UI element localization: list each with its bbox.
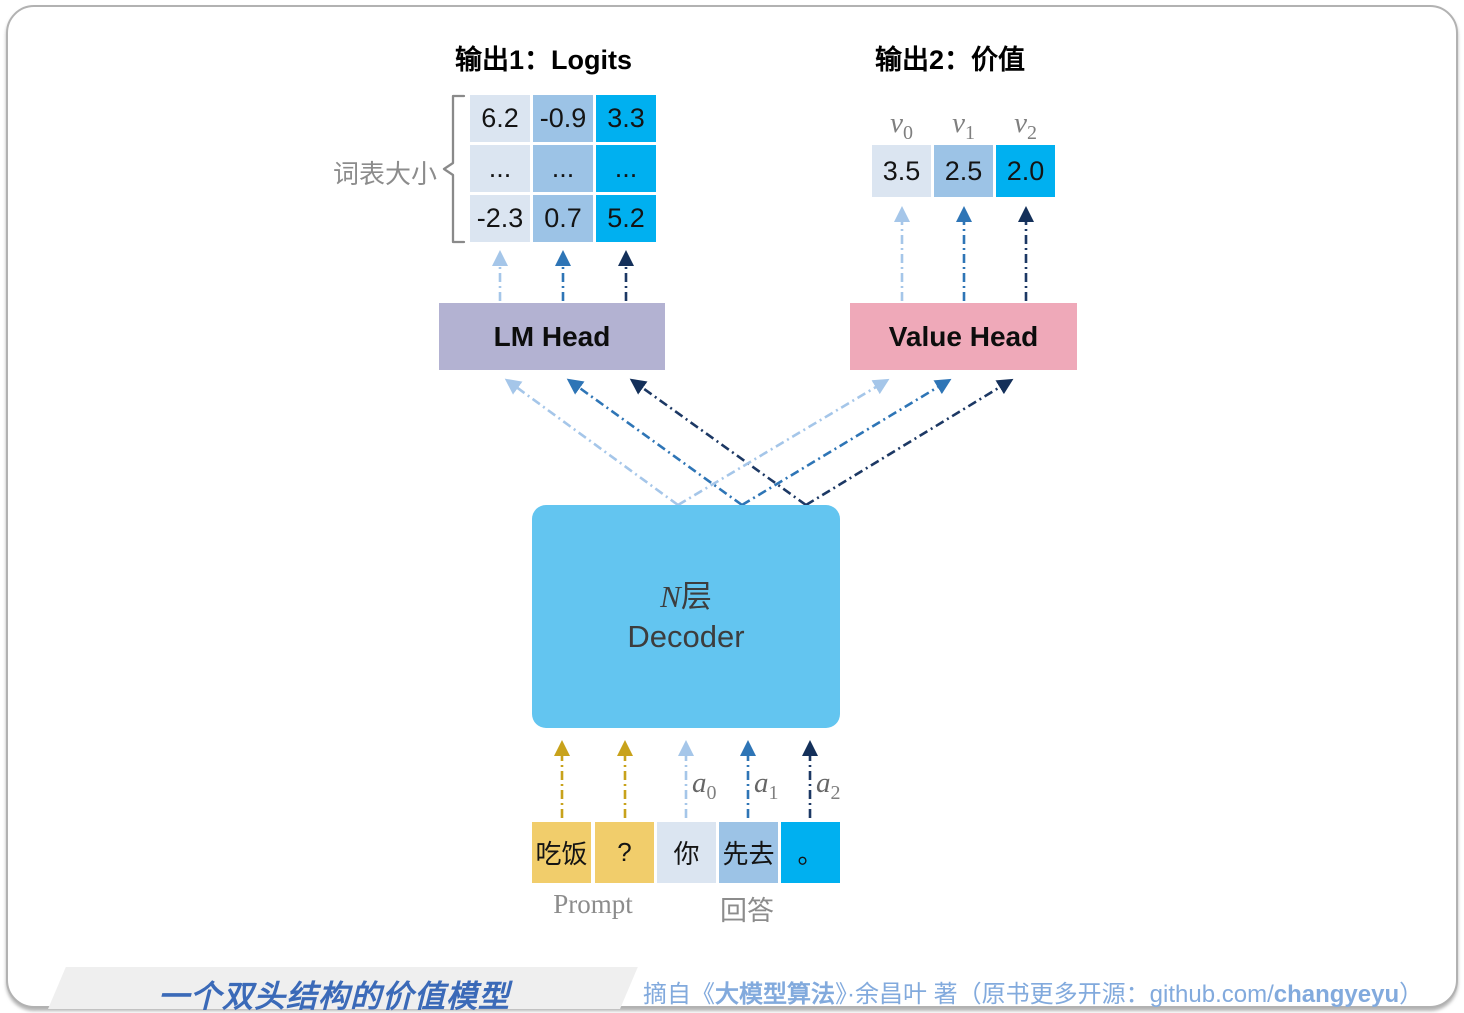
lm-head-box: LM Head [439, 303, 665, 370]
token-answer: 你 [657, 822, 716, 883]
value-cell: 3.5 [872, 145, 931, 197]
value-label-sub: 1 [964, 121, 975, 144]
cite-mid: 》·余昌叶 著（原书更多开源： [835, 981, 1150, 1008]
logits-cell: -2.3 [470, 195, 530, 242]
cite-github-user: changyeyu [1273, 981, 1400, 1008]
value-label-v2: v2 [996, 107, 1055, 145]
value-label-sub: 0 [902, 121, 913, 144]
cite-prefix: 摘自《 [643, 981, 715, 1008]
token-prompt: ? [595, 822, 654, 883]
logits-cell: 3.3 [596, 95, 656, 142]
value-cell: 2.5 [934, 145, 993, 197]
footer-title: 一个双头结构的价值模型 [158, 979, 510, 1013]
action-label-base: a [816, 767, 831, 799]
logits-cell: ... [533, 145, 593, 192]
action-label-sub: 1 [768, 781, 779, 804]
action-label-a0: a0 [692, 767, 717, 805]
decoder-box: N层 Decoder [532, 505, 840, 728]
value-label-sub: 2 [1026, 121, 1037, 144]
decoder-layers-line: N层 [660, 577, 712, 617]
decoder-layer-suffix: 层 [680, 578, 712, 614]
logits-cell: 6.2 [470, 95, 530, 142]
vocab-size-label: 词表大小 [332, 159, 437, 189]
answer-group-label: 回答 [720, 896, 774, 926]
token-answer: 。 [781, 822, 840, 883]
output2-title: 输出2：价值 [875, 45, 1026, 75]
logits-cell: -0.9 [533, 95, 593, 142]
token-prompt: 吃饭 [532, 822, 591, 883]
value-head-box: Value Head [850, 303, 1077, 370]
prompt-group-label: Prompt [553, 889, 633, 919]
action-label-base: a [754, 767, 769, 799]
cite-github-host: github.com/ [1149, 981, 1274, 1008]
cite-suffix: ） [1399, 981, 1424, 1008]
action-label-sub: 2 [830, 781, 841, 804]
token-answer: 先去 [719, 822, 778, 883]
decoder-name: Decoder [627, 618, 745, 654]
action-label-a2: a2 [816, 767, 841, 805]
action-label-base: a [692, 767, 707, 799]
footer-citation: 摘自《大模型算法》·余昌叶 著（原书更多开源：github.com/changy… [643, 974, 1423, 1009]
output1-title: 输出1：Logits [455, 45, 633, 75]
value-label-base: v [1014, 107, 1027, 139]
value-label-v0: v0 [872, 107, 931, 145]
action-label-a1: a1 [754, 767, 779, 805]
value-label-v1: v1 [934, 107, 993, 145]
cite-book-title: 大模型算法 [715, 981, 835, 1008]
logits-cell: 0.7 [533, 195, 593, 242]
logits-cell: ... [596, 145, 656, 192]
value-label-base: v [952, 107, 965, 139]
value-cell: 2.0 [996, 145, 1055, 197]
action-label-sub: 0 [706, 781, 717, 804]
value-label-base: v [890, 107, 903, 139]
decoder-n: N [660, 578, 681, 614]
logits-cell: ... [470, 145, 530, 192]
logits-cell: 5.2 [596, 195, 656, 242]
